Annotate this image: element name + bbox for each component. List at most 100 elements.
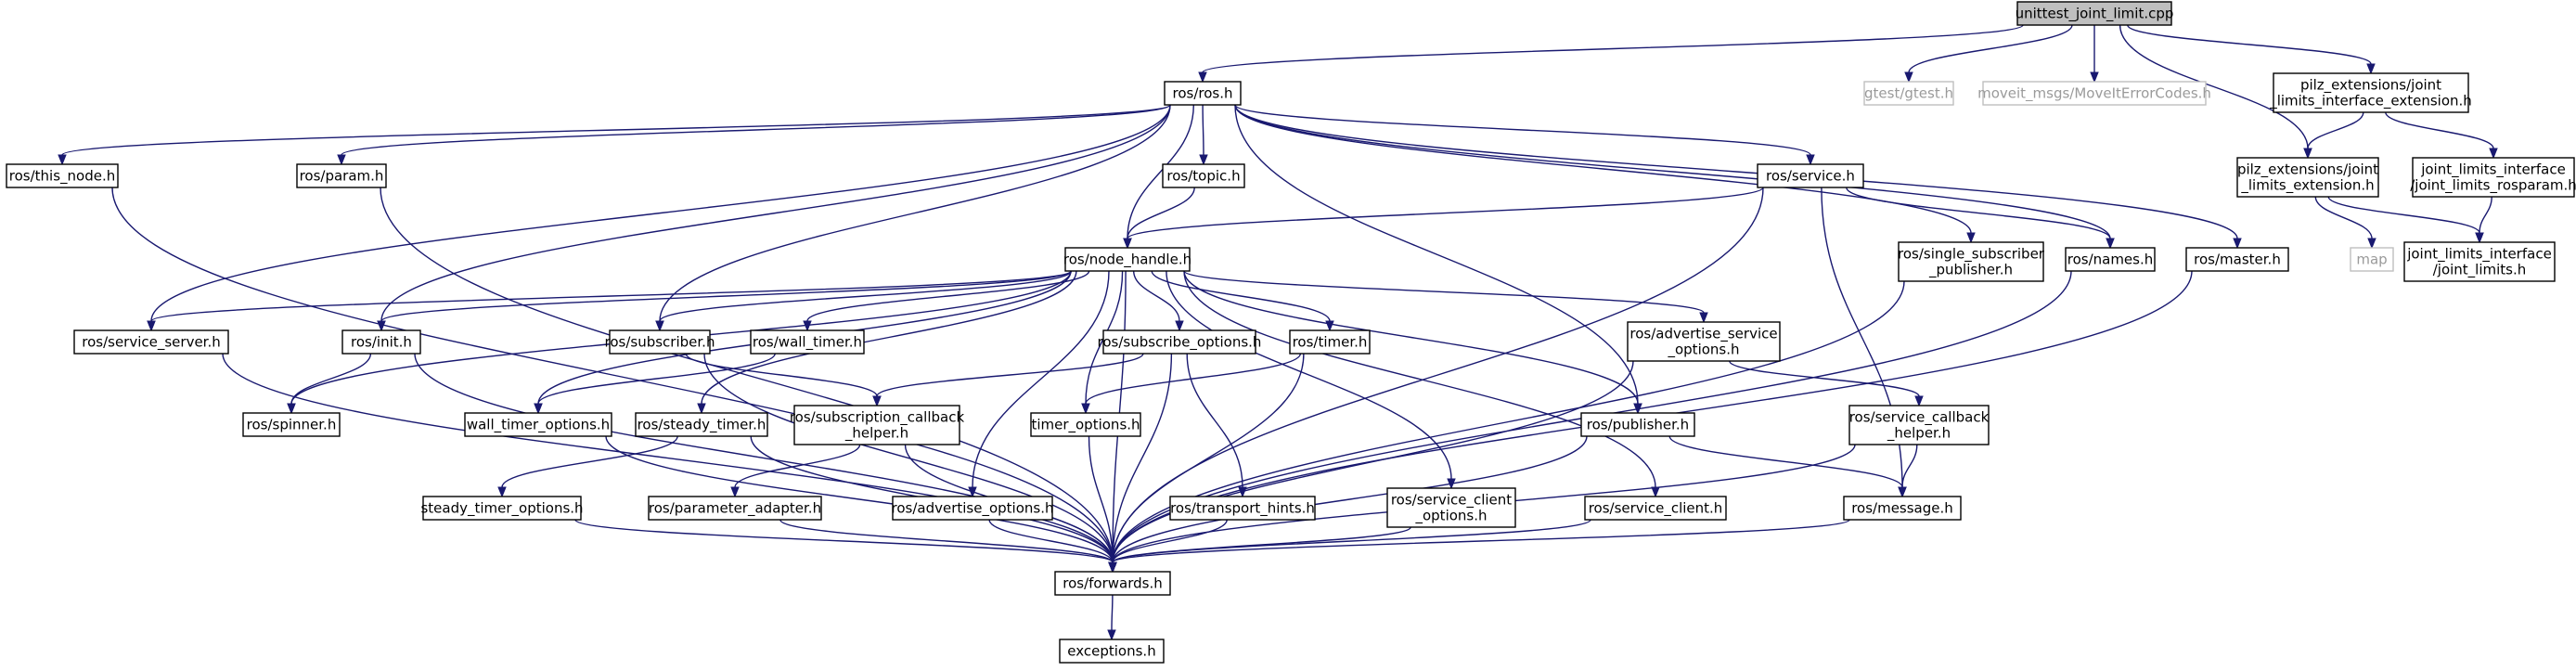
edge-ros_ros-to-publisher xyxy=(1234,104,1642,415)
node-sub-cb-helper[interactable]: ros/subscription_callback_helper.h xyxy=(790,405,965,445)
node-timer-options[interactable]: timer_options.h xyxy=(1030,412,1141,437)
node-steady-timer-options[interactable]: steady_timer_options.h xyxy=(420,496,584,521)
node-box xyxy=(1059,639,1165,664)
node-topic[interactable]: ros/topic.h xyxy=(1162,163,1245,188)
edge-line xyxy=(2479,196,2492,234)
node-forwards[interactable]: ros/forwards.h xyxy=(1054,571,1171,596)
node-names[interactable]: ros/names.h xyxy=(2065,247,2156,272)
node-box xyxy=(1584,496,1727,521)
edge-line xyxy=(1908,24,2073,73)
node-this-node[interactable]: ros/this_node.h xyxy=(6,163,119,188)
node-box xyxy=(73,329,229,355)
edge-arrowhead xyxy=(1325,320,1334,332)
node-service-client[interactable]: ros/service_client.h xyxy=(1584,496,1727,521)
node-label: steady_timer_options.h xyxy=(420,500,583,518)
node-timer[interactable]: ros/timer.h xyxy=(1289,329,1371,355)
edge-line xyxy=(1112,353,1173,563)
node-service-cb-helper[interactable]: ros/service_callback_helper.h xyxy=(1848,405,1990,445)
node-subscriber[interactable]: ros/subscriber.h xyxy=(605,329,715,355)
node-label: ros/names.h xyxy=(2067,252,2154,268)
edge-node_handle-to-subscriber xyxy=(655,270,1073,332)
edge-line xyxy=(1085,353,1302,405)
node-exceptions[interactable]: exceptions.h xyxy=(1059,639,1165,664)
edge-arrowhead xyxy=(2233,238,2242,250)
edge-line xyxy=(605,435,1114,563)
node-label: ros/service_client.h xyxy=(1589,500,1723,518)
node-transport-hints[interactable]: ros/transport_hints.h xyxy=(1169,496,1316,521)
node-master[interactable]: ros/master.h xyxy=(2185,247,2289,272)
edge-line xyxy=(1088,435,1114,563)
node-label: _options.h xyxy=(1667,342,1739,359)
edge-line xyxy=(1202,104,1204,156)
edge-line xyxy=(222,353,1114,563)
node-parameter-adapter[interactable]: ros/parameter_adapter.h xyxy=(648,496,822,521)
edge-ros_ros-to-subscriber xyxy=(655,104,1171,332)
edge-pilz_ext_iface-to-pilz_ext xyxy=(2303,111,2364,160)
edge-unittest-to-ros_ros xyxy=(1198,24,2024,84)
node-message[interactable]: ros/message.h xyxy=(1843,496,1962,521)
node-advertise-service-options[interactable]: ros/advertise_service_options.h xyxy=(1627,321,1781,362)
node-box xyxy=(1386,487,1516,528)
node-box xyxy=(296,163,387,188)
node-service-server[interactable]: ros/service_server.h xyxy=(73,329,229,355)
node-subscribe-options[interactable]: ros/subscribe_options.h xyxy=(1098,329,1262,355)
node-box xyxy=(2236,157,2379,198)
edge-line xyxy=(2385,111,2494,149)
edge-ros_ros-to-param xyxy=(337,104,1171,166)
node-label: ros/publisher.h xyxy=(1587,417,1689,433)
node-service-client-options[interactable]: ros/service_client_options.h xyxy=(1386,487,1516,528)
node-label: exceptions.h xyxy=(1067,643,1155,660)
node-label: ros/subscribe_options.h xyxy=(1098,334,1262,352)
node-label: ros/steady_timer.h xyxy=(638,417,766,434)
edge-line xyxy=(685,353,878,397)
edge-unittest-to-gtest xyxy=(1904,24,2073,84)
node-steady-timer[interactable]: ros/steady_timer.h xyxy=(635,412,768,437)
node-jl[interactable]: joint_limits_interface/joint_limits.h xyxy=(2403,241,2556,282)
node-label: ros/subscription_callback xyxy=(790,409,965,427)
edge-line xyxy=(1234,104,1639,405)
edge-line xyxy=(1729,360,1920,397)
node-label: _limits_interface_extension.h xyxy=(2269,93,2472,110)
edge-node_handle-to-service_client_options xyxy=(1166,270,1456,490)
edge-arrowhead xyxy=(1699,312,1708,324)
node-label: moveit_msgs/MoveItErrorCodes.h xyxy=(1977,85,2211,103)
node-param[interactable]: ros/param.h xyxy=(296,163,387,188)
node-box xyxy=(1064,247,1191,272)
node-label: /joint_limits.h xyxy=(2433,262,2527,279)
node-box xyxy=(609,329,711,355)
node-label: /joint_limits_rosparam.h xyxy=(2410,177,2576,195)
edge-service-to-names xyxy=(1846,187,2115,250)
node-spinner[interactable]: ros/spinner.h xyxy=(242,412,341,437)
edge-service-to-node_handle xyxy=(1123,187,1764,250)
node-service[interactable]: ros/service.h xyxy=(1757,163,1864,188)
edge-arrowhead xyxy=(497,486,507,498)
node-publisher[interactable]: ros/publisher.h xyxy=(1580,412,1695,437)
node-label: ros/init.h xyxy=(351,334,412,351)
edge-line xyxy=(1668,435,1903,488)
node-pilz-ext-iface[interactable]: pilz_extensions/joint_limits_interface_e… xyxy=(2269,72,2472,113)
node-wall-timer-options[interactable]: wall_timer_options.h xyxy=(464,412,612,437)
node-advertise-options[interactable]: ros/advertise_options.h xyxy=(892,496,1054,521)
node-single-sub-pub[interactable]: ros/single_subscriber_publisher.h xyxy=(1898,241,2045,282)
node-unittest[interactable]: unittest_joint_limit.cpp xyxy=(2016,1,2174,26)
edge-line xyxy=(2127,24,2372,65)
edge-single_sub_pub-to-forwards xyxy=(1108,280,1905,574)
edge-arrowhead xyxy=(1123,238,1132,250)
edges-layer xyxy=(58,24,2498,641)
edge-line xyxy=(1166,270,1452,480)
node-label: ros/service_client xyxy=(1391,492,1512,510)
node-box xyxy=(2350,247,2394,272)
node-jl-rosparam[interactable]: joint_limits_interface/joint_limits_rosp… xyxy=(2410,157,2576,198)
edge-arrowhead xyxy=(337,154,346,166)
edge-line xyxy=(1111,594,1114,631)
node-ros-ros[interactable]: ros/ros.h xyxy=(1164,81,1242,106)
node-node-handle[interactable]: ros/node_handle.h xyxy=(1063,247,1191,272)
node-box xyxy=(750,329,865,355)
node-init[interactable]: ros/init.h xyxy=(341,329,421,355)
node-wall-timer[interactable]: ros/wall_timer.h xyxy=(750,329,865,355)
node-label: joint_limits_interface xyxy=(2406,246,2552,264)
node-pilz-ext[interactable]: pilz_extensions/joint_limits_extension.h xyxy=(2236,157,2379,198)
edge-line xyxy=(574,519,1114,563)
edge-line xyxy=(1846,187,2111,239)
node-label: _limits_extension.h xyxy=(2240,177,2374,195)
